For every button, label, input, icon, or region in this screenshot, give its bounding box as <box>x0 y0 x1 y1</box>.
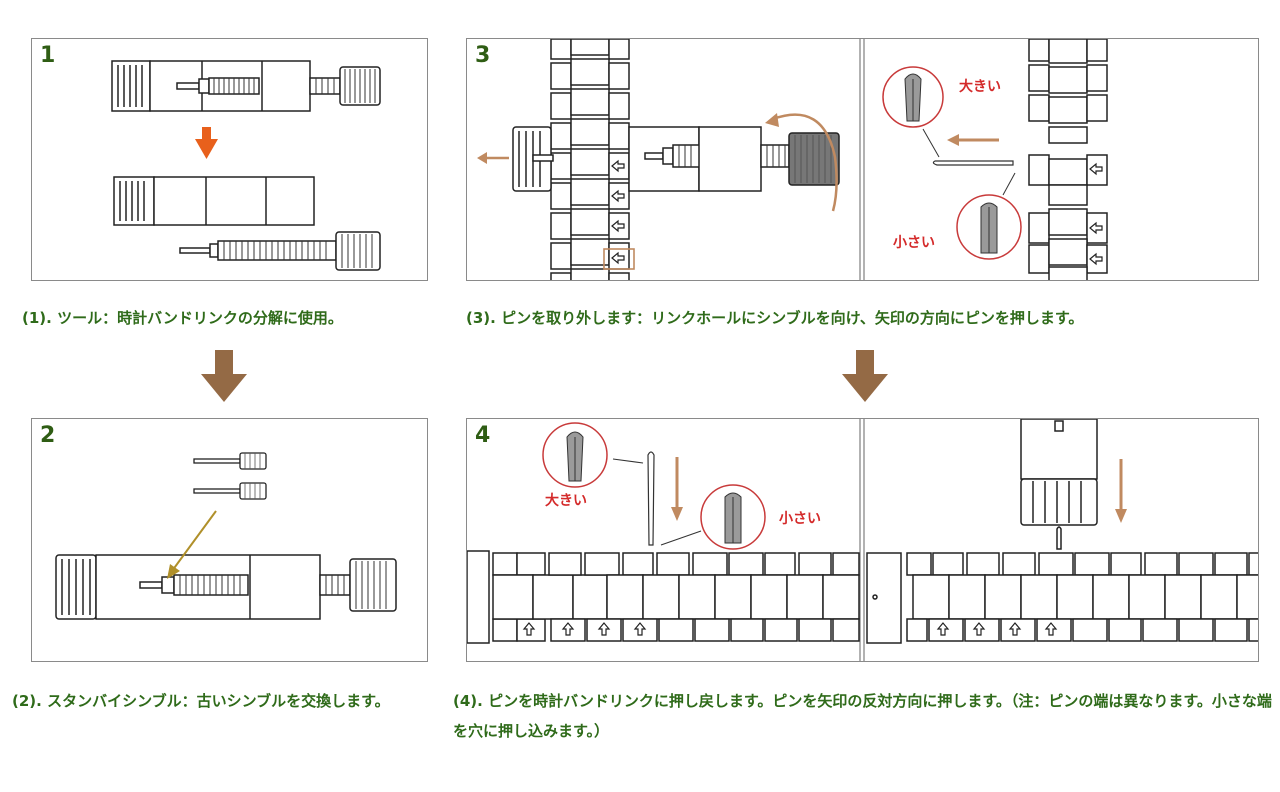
arrow-left-icon <box>1089 221 1103 235</box>
step-3-number: 3 <box>475 43 491 68</box>
small-end-label: 小さい <box>893 235 935 251</box>
arrow-up-icon <box>522 622 536 636</box>
step-3-panel: 3 <box>466 38 1259 281</box>
step-1-number: 1 <box>40 43 56 68</box>
arrow-down-icon <box>842 350 888 402</box>
arrow-up-icon <box>936 622 950 636</box>
spare-thimble <box>193 458 241 464</box>
tool-knob-detached <box>335 231 381 271</box>
step-3-caption: (3). ピンを取り外します：リンクホールにシンブルを向け、矢印の方向にピンを押… <box>466 309 1084 327</box>
pin-large-end-magnified <box>542 422 608 488</box>
pin-large-end-magnified <box>882 66 944 128</box>
arrow-left-icon <box>1089 252 1103 266</box>
clasp <box>866 552 902 644</box>
arrow-up-icon <box>561 622 575 636</box>
arrow-left-icon <box>611 159 625 173</box>
tool-knob <box>349 558 397 612</box>
arrow-down-icon <box>1115 459 1127 523</box>
arrow-left-icon <box>611 219 625 233</box>
arrow-down-icon <box>195 127 218 159</box>
small-end-label: 小さい <box>779 511 821 527</box>
arrow-left-icon <box>611 251 625 265</box>
spring-pin <box>647 451 655 546</box>
step-2-caption: (2). スタンバイシンブル：古いシンブルを交換します。 <box>12 692 390 710</box>
step-1-illustration <box>111 60 381 271</box>
step-2-illustration <box>55 452 397 620</box>
large-end-label: 大きい <box>959 78 1001 95</box>
arrow-up-icon <box>597 622 611 636</box>
step-2-number: 2 <box>40 423 56 448</box>
large-end-label: 大きい <box>545 492 587 509</box>
arrow-up-icon <box>972 622 986 636</box>
rotate-arrow-icon <box>765 113 838 212</box>
arrow-up-icon <box>1044 622 1058 636</box>
step-1-caption: (1). ツール：時計バンドリンクの分解に使用。 <box>22 309 343 327</box>
arrow-diagonal-icon <box>167 510 217 579</box>
step-2-panel: 2 <box>31 418 428 662</box>
arrow-left-icon <box>477 152 509 164</box>
arrow-up-icon <box>1008 622 1022 636</box>
arrow-down-icon <box>201 350 247 402</box>
step-4-illustration: 大きい 小さい <box>467 419 1258 661</box>
arrow-left-icon <box>611 189 625 203</box>
step-3-illustration: 大きい 小さい <box>477 39 1108 280</box>
tool-screw <box>173 574 249 596</box>
step-4-caption: (4). ピンを時計バンドリンクに押し戻します。ピンを矢印の反対方向に押します。… <box>453 692 1272 740</box>
arrow-left-icon <box>947 134 999 146</box>
step-1-panel: 1 <box>31 38 428 281</box>
pin-small-end-magnified <box>700 484 766 550</box>
spare-thimble <box>193 488 241 494</box>
tool-grip <box>1020 478 1098 526</box>
tool-screw <box>672 144 702 168</box>
arrow-left-icon <box>1089 162 1103 176</box>
pin-small-end-magnified <box>956 194 1022 260</box>
step-4-panel: 4 大きい 小さい <box>466 418 1259 662</box>
arrow-up-icon <box>633 622 647 636</box>
arrow-down-icon <box>671 457 683 521</box>
tool-body-detached <box>153 176 315 226</box>
highlight-box <box>603 248 635 270</box>
spring-pin <box>932 160 1014 166</box>
step-4-number: 4 <box>475 423 491 448</box>
